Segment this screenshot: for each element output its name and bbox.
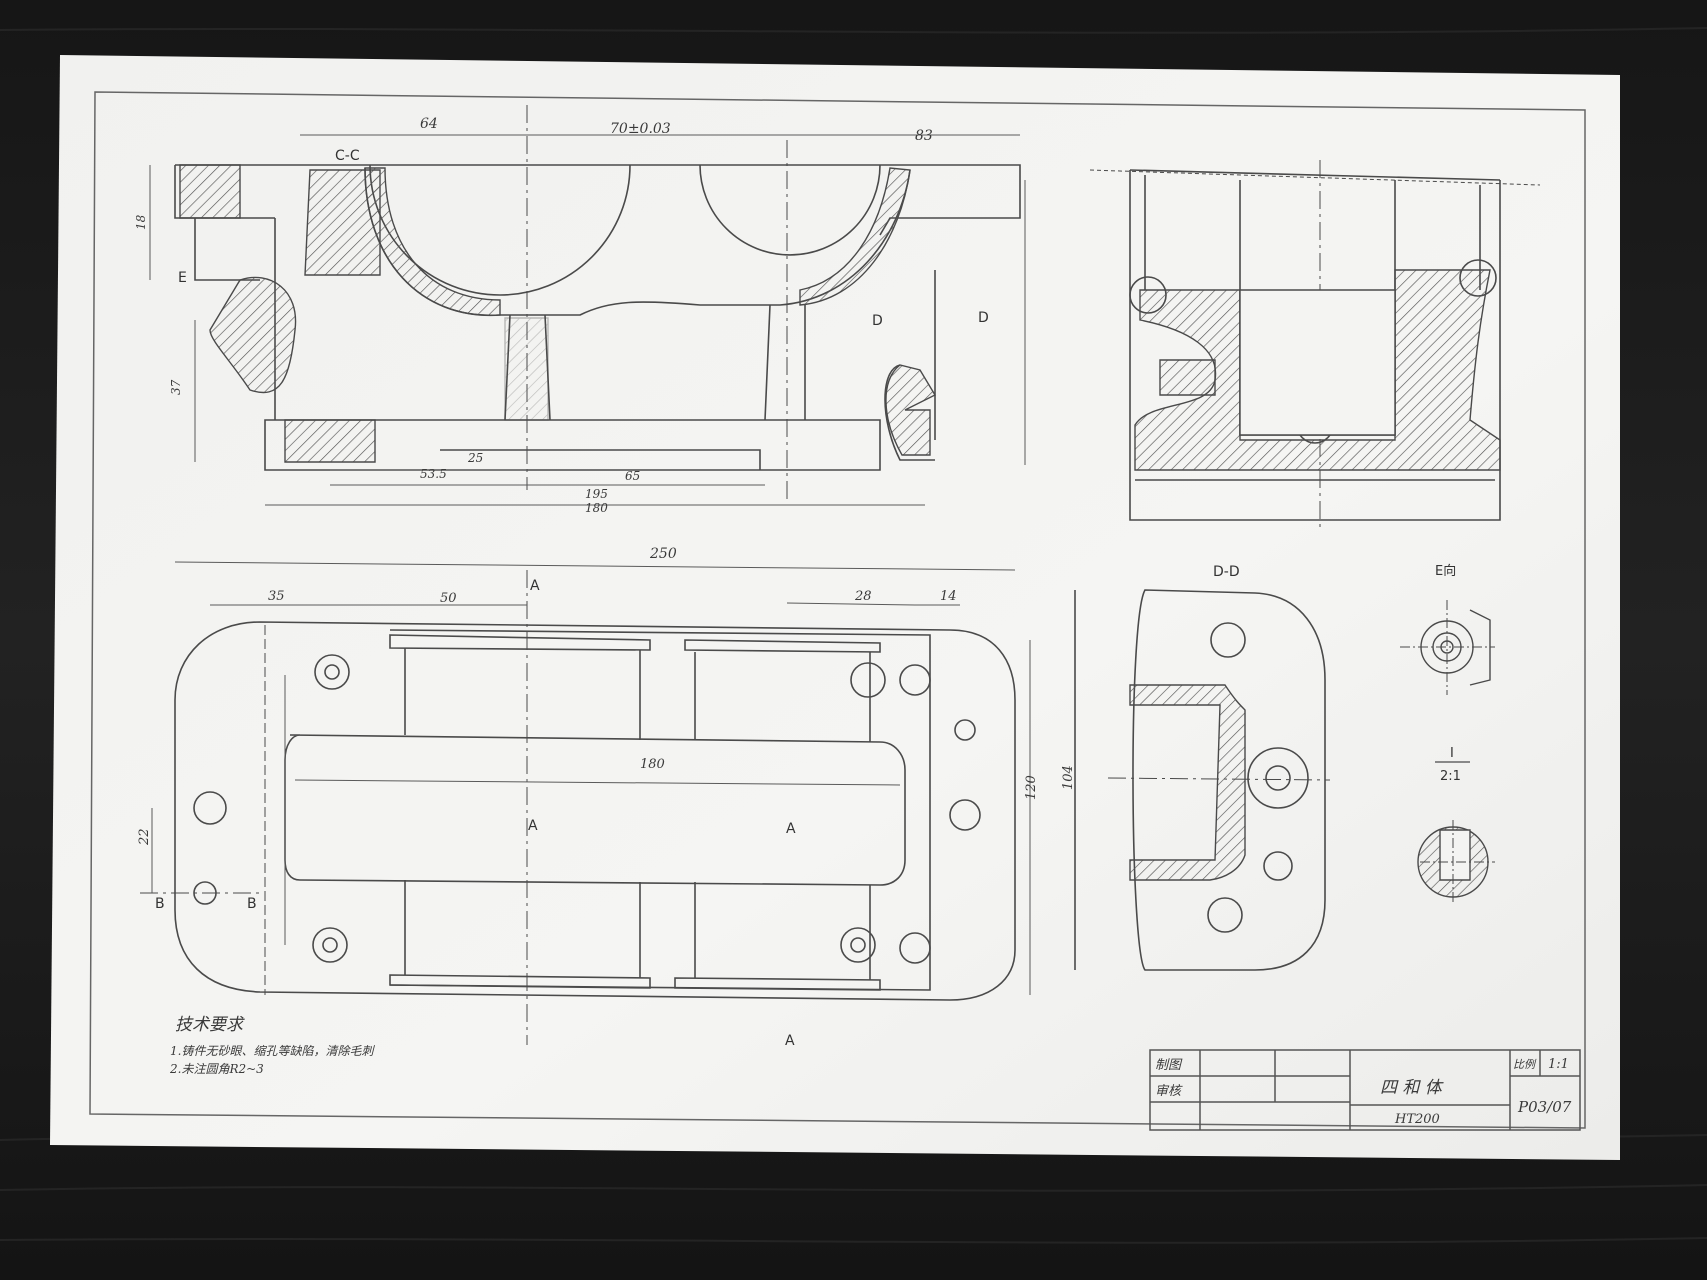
tb-scale-label: 比例 xyxy=(1513,1058,1537,1071)
dim-65: 65 xyxy=(625,469,640,483)
notes-line1: 1.铸件无砂眼、缩孔等缺陷，清除毛刺 xyxy=(170,1044,375,1058)
dim-53: 53.5 xyxy=(420,467,447,481)
label-e: E xyxy=(178,270,187,286)
dim-104: 104 xyxy=(1061,765,1076,790)
label-a1: A xyxy=(530,578,540,594)
section-dd-hatching xyxy=(1129,684,1246,881)
tb-material: HT200 xyxy=(1394,1112,1440,1127)
label-detail-i: I xyxy=(1450,746,1454,761)
dim-14: 14 xyxy=(940,589,957,604)
detail-i xyxy=(1417,761,1495,905)
dim-120: 120 xyxy=(1024,775,1039,800)
dim-250: 250 xyxy=(649,546,677,562)
dim-25: 25 xyxy=(467,451,483,465)
title-block xyxy=(1149,1049,1581,1131)
label-detail-scale: 2:1 xyxy=(1440,769,1461,784)
dim-180: 180 xyxy=(585,501,608,515)
top-view xyxy=(140,570,1016,1045)
dim-35: 35 xyxy=(268,589,285,604)
label-d2: D xyxy=(978,310,989,326)
section-dd xyxy=(1074,589,1331,971)
tb-made-by: 制图 xyxy=(1155,1058,1183,1073)
label-a4: A xyxy=(785,1033,795,1049)
top-view-dims xyxy=(151,561,1031,995)
dim-50: 50 xyxy=(440,591,457,606)
label-d1: D xyxy=(872,313,883,329)
dim-70: 70±0.03 xyxy=(610,121,671,137)
dim-18: 18 xyxy=(134,214,148,230)
notes-line2: 2.未注圆角R2~3 xyxy=(169,1062,264,1076)
e-view-detail xyxy=(1400,600,1495,695)
tb-scale-value: 1:1 xyxy=(1548,1057,1569,1072)
tb-checked-by: 审核 xyxy=(1155,1083,1183,1099)
dim-180b: 180 xyxy=(640,757,665,772)
label-a2: A xyxy=(528,818,538,834)
tb-part-name: 四 和 体 xyxy=(1380,1078,1444,1098)
label-a3: A xyxy=(786,821,796,837)
dim-37: 37 xyxy=(169,379,183,395)
side-view-hatching xyxy=(1134,269,1501,471)
dim-64: 64 xyxy=(420,116,438,132)
front-view-hatching xyxy=(179,164,936,463)
drawing-frame xyxy=(89,91,1586,1129)
dim-22: 22 xyxy=(137,828,152,846)
label-dd: D-D xyxy=(1213,564,1240,580)
label-b1: B xyxy=(155,896,165,912)
label-b2: B xyxy=(247,896,257,912)
dim-28: 28 xyxy=(854,589,872,604)
dim-195: 195 xyxy=(585,487,608,501)
notes-title: 技术要求 xyxy=(175,1015,245,1035)
label-cc: C-C xyxy=(335,148,360,164)
label-e-view: E向 xyxy=(1435,563,1456,579)
dim-83: 83 xyxy=(915,128,933,144)
front-view-dims xyxy=(149,134,1026,506)
tb-sheet-no: P03/07 xyxy=(1517,1098,1572,1116)
